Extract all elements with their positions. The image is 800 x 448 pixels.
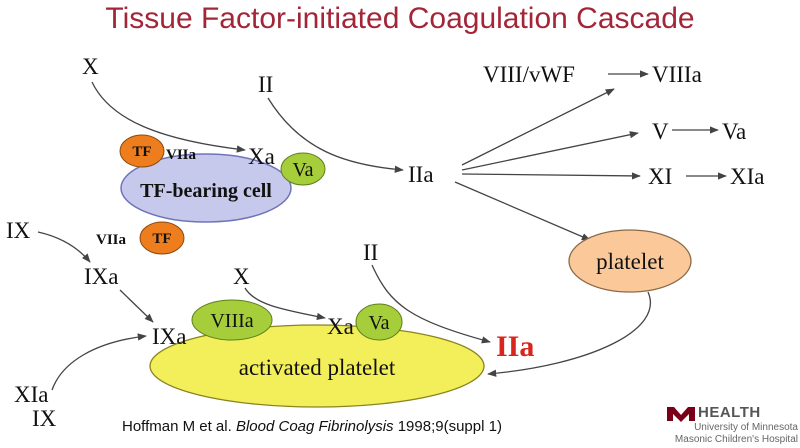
arrow-ix-to-ixa: [37, 231, 91, 263]
factor-v-out: V: [652, 119, 669, 144]
arrow-xia-to-ixa: [51, 333, 147, 391]
platelet-label: platelet: [596, 249, 664, 274]
factor-xa-top: Xa: [248, 144, 275, 169]
factor-x-top: X: [82, 54, 99, 79]
viia-label-top: VIIa: [166, 147, 197, 163]
logo-university-text: University of Minnesota: [694, 422, 798, 433]
ellipse-labels: TF VIIa TF-bearing cell Va VIIa TF plate…: [96, 144, 664, 380]
tf-bearing-cell-label: TF-bearing cell: [140, 180, 272, 202]
factor-labels: X II Xa IIa VIII/vWF VIIIa V Va XI XIa I…: [6, 54, 764, 431]
logo-health-text: HEALTH: [698, 404, 761, 421]
citation-authors: Hoffman M et al.: [122, 418, 232, 435]
citation-details: 1998;9(suppl 1): [397, 418, 502, 435]
factor-iia-mid: IIa: [408, 162, 434, 187]
arrow-x-to-xa-low: [244, 287, 326, 320]
va-ellipse-top: [280, 152, 326, 186]
va-label-top: Va: [292, 159, 313, 181]
arrow-ixa-to-ixa: [119, 289, 154, 323]
arrow-iia-to-v: [461, 131, 639, 171]
factor-viii-vwf: VIII/vWF: [483, 62, 575, 87]
activated-platelet-label: activated platelet: [239, 355, 396, 380]
factor-ixa-low: IXa: [152, 324, 186, 349]
factor-x-mid: X: [233, 264, 250, 289]
viiia-ellipse-low: [191, 299, 273, 341]
logo-hospital-text: Masonic Children's Hospital: [674, 434, 798, 445]
platelet-ellipse: [568, 229, 692, 293]
arrow-iia-to-platelet: [454, 181, 591, 241]
factor-viiia-out: VIIIa: [652, 62, 702, 87]
factor-ix-left: IX: [6, 218, 31, 243]
viiia-label-low: VIIIa: [210, 310, 253, 332]
factor-xi-out: XI: [648, 164, 672, 189]
factor-va-out: Va: [722, 119, 746, 144]
factor-xia-left: XIa: [14, 382, 48, 407]
slide-title: Tissue Factor-initiated Coagulation Casc…: [105, 2, 695, 35]
factor-ixa-left: IXa: [84, 264, 118, 289]
tf-bearing-cell: [120, 153, 292, 223]
arrow-iia-to-xi: [461, 172, 641, 180]
va-ellipse-low: [355, 303, 403, 341]
activated-platelet-ellipse: [149, 324, 485, 408]
factor-xa-low: Xa: [327, 314, 354, 339]
tf-ellipse-bottom: [139, 221, 185, 255]
factor-ii-low: II: [363, 240, 378, 265]
arrows: [37, 70, 727, 391]
arrow-ii-to-iia: [267, 97, 404, 173]
viia-label-bottom: VIIa: [96, 232, 127, 248]
arrow-iia-to-viiia: [461, 88, 615, 166]
factor-ii-top: II: [258, 72, 273, 97]
health-logo: HEALTH University of Minnesota Masonic C…: [664, 404, 800, 448]
factor-iia-big: IIa: [496, 330, 534, 363]
arrow-x-to-xa: [91, 81, 246, 153]
tf-ellipse-top: [119, 134, 165, 168]
citation-journal: Blood Coag Fibrinolysis: [235, 418, 394, 435]
cell-ellipses: [119, 134, 692, 408]
va-label-low: Va: [368, 312, 389, 334]
factor-xia-out: XIa: [730, 164, 764, 189]
university-m-logo-icon: [667, 407, 695, 422]
tf-label-bottom: TF: [152, 231, 171, 247]
tf-label-top: TF: [132, 144, 151, 160]
arrow-ii-to-iia-big: [371, 264, 491, 344]
citation: Hoffman M et al. Blood Coag Fibrinolysis…: [122, 418, 502, 435]
arrow-platelet-to-activated: [487, 291, 651, 377]
factor-ix-bottom: IX: [32, 406, 57, 431]
